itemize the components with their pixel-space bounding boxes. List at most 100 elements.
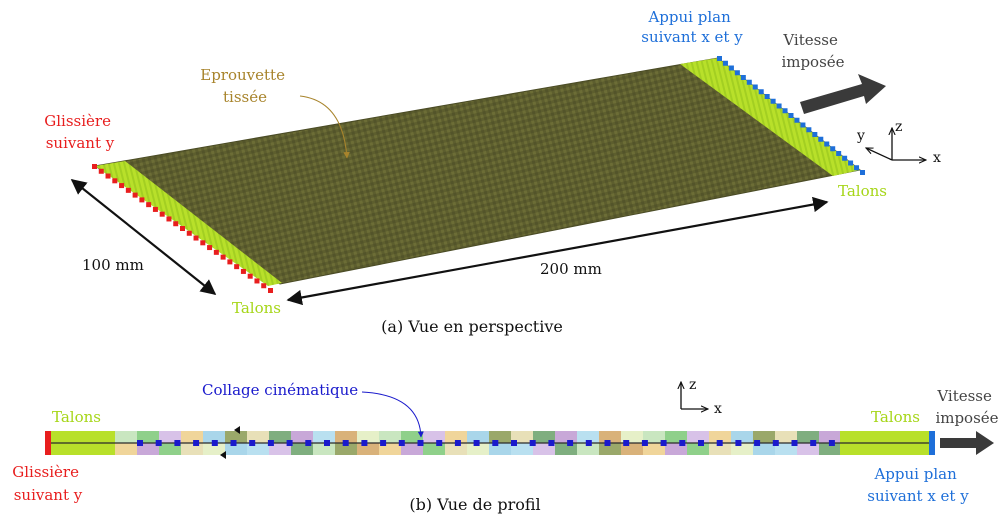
bond-node (361, 440, 368, 446)
slider-constraint-b (45, 431, 51, 455)
mosaic-cell (467, 431, 489, 443)
mosaic-cell (467, 443, 489, 455)
mosaic-cell (357, 443, 379, 455)
blue-node (848, 160, 854, 166)
mosaic-cell (577, 431, 599, 443)
red-node (254, 278, 260, 284)
blue-node (818, 136, 824, 142)
mosaic-cell (181, 431, 203, 443)
blue-node (842, 155, 848, 161)
talons-label-a-left: Talons (232, 299, 281, 317)
bond-node (324, 440, 330, 446)
blue-node (806, 127, 812, 133)
mosaic-cell (181, 443, 203, 455)
dim-width-arrow (70, 179, 217, 295)
caption-a: (a) Vue en perspective (381, 317, 563, 336)
talons-label-a-right: Talons (838, 182, 887, 200)
axis-x-label-b: x (714, 401, 722, 417)
mosaic-cell (203, 443, 225, 455)
talons-label-b-left: Talons (52, 408, 101, 426)
red-node (112, 178, 118, 184)
blue-node (728, 65, 734, 71)
bond-node (211, 440, 218, 446)
eprouvette-leader (299, 95, 350, 159)
red-node (119, 183, 125, 189)
blue-node (740, 75, 746, 80)
red-node (105, 173, 111, 179)
bond-node (604, 440, 611, 446)
glissiere-label-b: Glissière suivant y (12, 463, 83, 504)
mosaic-cell (269, 443, 291, 455)
bond-node (436, 440, 443, 446)
mosaic-cell (555, 431, 577, 443)
mosaic-cell (709, 431, 731, 443)
bond-node (754, 440, 761, 446)
glissiere-label-a: Glissière suivant y (44, 112, 115, 152)
bond-node (828, 440, 835, 446)
mosaic-cell (445, 431, 467, 443)
dim-length-label: 200 mm (540, 260, 602, 278)
bond-node (473, 440, 480, 446)
mosaic-cell (577, 443, 599, 455)
red-node (220, 254, 226, 260)
bond-node (193, 440, 200, 446)
mosaic-cell (555, 443, 577, 455)
axes-triad-b: z x (681, 377, 722, 417)
bond-node (679, 440, 686, 446)
bond-node (342, 440, 349, 446)
blue-node (860, 170, 865, 175)
blue-node (758, 89, 764, 95)
bond-node (174, 440, 181, 446)
velocity-arrow-b (940, 431, 994, 455)
panel-b-profile: Talons Talons Collage cinématique z x Vi… (12, 377, 998, 514)
red-node (261, 283, 267, 289)
bond-node (230, 440, 237, 446)
red-node (200, 240, 206, 246)
mosaic-cell (445, 443, 467, 455)
support-constraint-b (929, 431, 935, 455)
blue-node (717, 56, 722, 61)
thickness-marker-bottom (220, 451, 226, 459)
axes-triad-a: z x y (856, 119, 941, 166)
red-node (166, 216, 172, 222)
eprouvette-label: Eprouvette tissée (200, 66, 289, 106)
bond-node (286, 440, 293, 446)
bond-node (548, 440, 555, 446)
mosaic-cell (335, 431, 357, 443)
red-node (240, 268, 246, 274)
mosaic-cell (643, 431, 665, 443)
talons-label-b-right: Talons (871, 408, 920, 426)
red-node (213, 249, 219, 255)
blue-node (776, 103, 782, 109)
bond-node (585, 440, 592, 446)
mosaic-cell (709, 443, 731, 455)
bond-node (454, 440, 461, 446)
axis-z-label-b: z (689, 377, 696, 393)
dim-width-label: 100 mm (82, 256, 144, 274)
red-node (132, 192, 138, 198)
bond-node (529, 440, 536, 446)
vitesse-label-a: Vitesse imposée (781, 31, 844, 71)
panel-a-perspective: Glissière suivant y Eprouvette tissée Ap… (44, 8, 941, 336)
mosaic-cell (731, 431, 753, 443)
bond-node (137, 440, 143, 446)
bond-node (305, 440, 312, 446)
bond-node (267, 440, 274, 446)
bond-node (511, 440, 517, 446)
mosaic-cell (203, 431, 225, 443)
thickness-marker-top (234, 426, 240, 434)
axis-y-label-a: y (856, 128, 865, 144)
blue-node (782, 108, 788, 114)
bond-node (155, 440, 162, 446)
bond-node (660, 440, 667, 446)
mosaic-cell (643, 443, 665, 455)
collage-label: Collage cinématique (202, 381, 358, 399)
mosaic-cell (357, 431, 379, 443)
appui-label-b: Appui plan suivant x et y (867, 465, 969, 505)
blue-node (830, 146, 836, 152)
dim-length-arrow (286, 196, 829, 306)
red-node (139, 197, 145, 203)
red-node (247, 273, 253, 279)
bond-node (735, 440, 742, 446)
